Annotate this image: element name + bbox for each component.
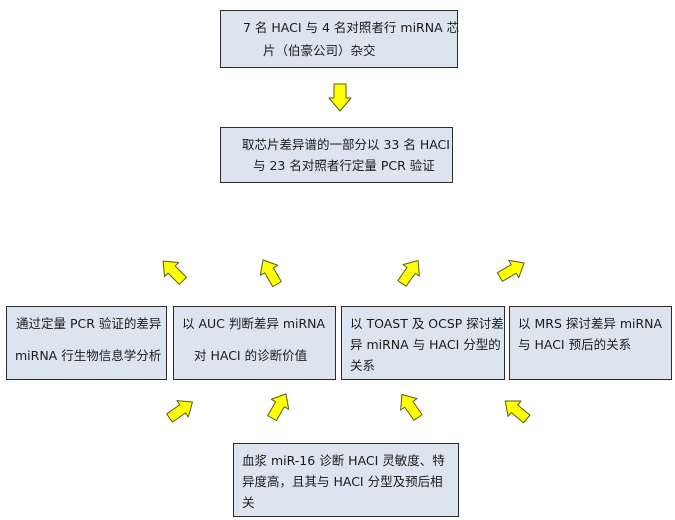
branch-text-line: 通过定量 PCR 验证的差异 <box>16 316 162 331</box>
step2-text-line: 取芯片差异谱的一部分以 33 名 HACI <box>242 137 450 152</box>
step1-box: 7 名 HACI 与 4 名对照者行 miRNA 芯 片（伯豪公司）杂交 <box>220 10 460 68</box>
branch-bioinformatics-box: 通过定量 PCR 验证的差异 miRNA 行生物信息学分析 <box>6 306 167 380</box>
step2-box: 取芯片差异谱的一部分以 33 名 HACI 与 23 名对照者行定量 PCR 验… <box>220 127 453 183</box>
branch-text-line: 以 AUC 判断差异 miRNA <box>182 316 326 331</box>
branch-toast-ocsp-box: 以 TOAST 及 OCSP 探讨差 异 miRNA 与 HACI 分型的 关系 <box>341 306 505 380</box>
arrow-down-left-icon <box>259 259 282 288</box>
arrow-down-icon <box>328 83 352 112</box>
branch-text-line: miRNA 行生物信息学分析 <box>15 348 162 363</box>
conclusion-text-line: 血浆 miR-16 诊断 HACI 灵敏度、特 <box>242 453 445 468</box>
branch-text-line: 异 miRNA 与 HACI 分型的 <box>350 337 501 352</box>
arrow-down-right-icon <box>267 393 290 422</box>
branch-text-line: 与 HACI 预后的关系 <box>518 337 632 352</box>
step1-text-line: 片（伯豪公司）杂交 <box>263 43 376 58</box>
arrow-down-right-icon <box>397 260 420 287</box>
branch-text-line: 以 MRS 探讨差异 miRNA <box>518 316 663 331</box>
branch-text-line: 对 HACI 的诊断价值 <box>194 348 308 363</box>
branch-text-line: 关系 <box>350 358 376 373</box>
conclusion-box: 血浆 miR-16 诊断 HACI 灵敏度、特 异度高，且其与 HACI 分型及… <box>233 443 459 517</box>
conclusion-text-line: 异度高，且其与 HACI 分型及预后相 <box>242 474 443 489</box>
arrow-down-left-icon <box>504 400 531 424</box>
step2-text-line: 与 23 名对照者行定量 PCR 验证 <box>253 158 435 173</box>
conclusion-text-line: 关 <box>242 495 255 510</box>
arrow-down-right-icon <box>166 400 193 423</box>
arrow-down-left-icon <box>400 394 423 421</box>
arrow-down-left-icon <box>162 260 187 285</box>
branch-auc-box: 以 AUC 判断差异 miRNA 对 HACI 的诊断价值 <box>173 306 336 380</box>
arrow-down-right-icon <box>496 259 525 282</box>
branch-text-line: 以 TOAST 及 OCSP 探讨差 <box>350 316 504 331</box>
step1-text-line: 7 名 HACI 与 4 名对照者行 miRNA 芯 <box>243 20 460 35</box>
branch-mrs-box: 以 MRS 探讨差异 miRNA 与 HACI 预后的关系 <box>509 306 672 380</box>
